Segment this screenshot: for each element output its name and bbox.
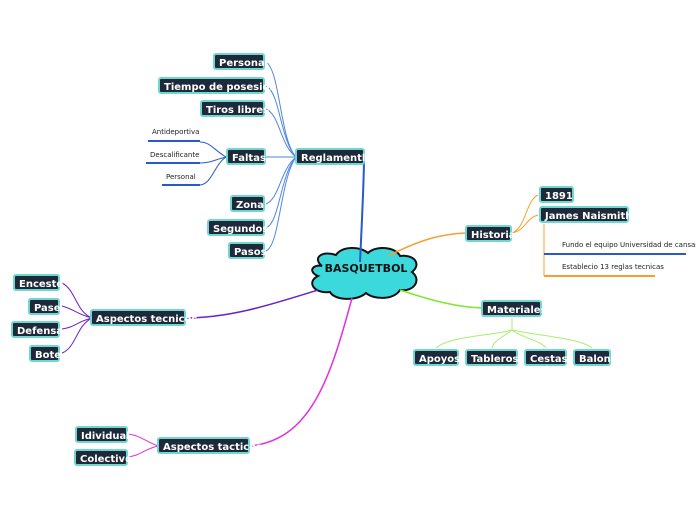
subtopic-faltas[interactable]: Faltas (226, 148, 266, 165)
subtopic-balon[interactable]: Balon (573, 349, 611, 366)
topic-aspectos-tacticos[interactable]: Aspectos tacticos (157, 437, 262, 454)
subtopic-tiempo-de-posesion[interactable]: Tiempo de posesion (158, 77, 277, 94)
leaf-antideportiva[interactable]: Antideportiva (152, 128, 200, 136)
subtopic-james-naismith[interactable]: James Naismith (539, 206, 632, 223)
leaf-underline (146, 162, 200, 164)
subtopic-apoyos[interactable]: Apoyos (413, 349, 460, 366)
branch-materiales (399, 289, 483, 309)
subtopic-pase[interactable]: Pase (28, 298, 61, 315)
subtopic-bote[interactable]: Bote (29, 345, 61, 362)
subtopic-enceste[interactable]: Enceste (13, 274, 63, 291)
materiales-sub-lines (435, 318, 593, 349)
subtopic-zona[interactable]: Zona (230, 195, 265, 212)
branch-reglamento (359, 157, 365, 263)
faltas-sub-lines (199, 141, 227, 186)
note-fundo-equipo[interactable]: Fundo el equipo Universidad de cansas (562, 241, 696, 249)
subtopic-1891[interactable]: 1891 (539, 186, 574, 203)
note-underline (544, 253, 686, 255)
topic-historia[interactable]: Historia (465, 225, 516, 242)
subtopic-pasos[interactable]: Pasos (228, 242, 267, 259)
leaf-underline (162, 184, 200, 186)
subtopic-colectivo[interactable]: Colectivo (74, 449, 132, 466)
note-establecio-reglas[interactable]: Establecio 13 reglas tecnicas (562, 263, 664, 271)
topic-reglamento[interactable]: Reglamentlo (295, 148, 372, 165)
subtopic-defensa[interactable]: Defensa (11, 321, 63, 338)
topic-aspectos-tecnicos[interactable]: Aspectos tecnicos (90, 309, 197, 326)
subtopic-cestas[interactable]: Cestas (524, 349, 568, 366)
leaf-personal[interactable]: Personal (166, 173, 196, 181)
center-topic-label[interactable]: BASQUETBOL (324, 262, 408, 275)
subtopic-tiros-libres[interactable]: Tiros libres (200, 100, 269, 117)
branch-tecnicos (183, 289, 319, 319)
leaf-underline (148, 140, 200, 142)
subtopic-tableros[interactable]: Tableros (465, 349, 518, 366)
note-underline (544, 275, 655, 277)
subtopic-segundos[interactable]: Segundos (207, 219, 268, 236)
subtopic-idividual[interactable]: Idividual (75, 426, 130, 443)
tacticos-sub-lines (127, 433, 159, 458)
topic-materiales[interactable]: Materiales (481, 300, 547, 317)
leaf-descalificante[interactable]: Descalificante (150, 151, 200, 159)
reglamento-sub-lines (265, 61, 297, 252)
historia-sub-lines (511, 194, 545, 276)
subtopic-personal[interactable]: Personal (213, 53, 268, 70)
center-cloud-shape (311, 247, 418, 300)
branch-historia (387, 232, 467, 257)
tecnicos-sub-lines (61, 282, 93, 354)
branch-tacticos (249, 297, 353, 447)
